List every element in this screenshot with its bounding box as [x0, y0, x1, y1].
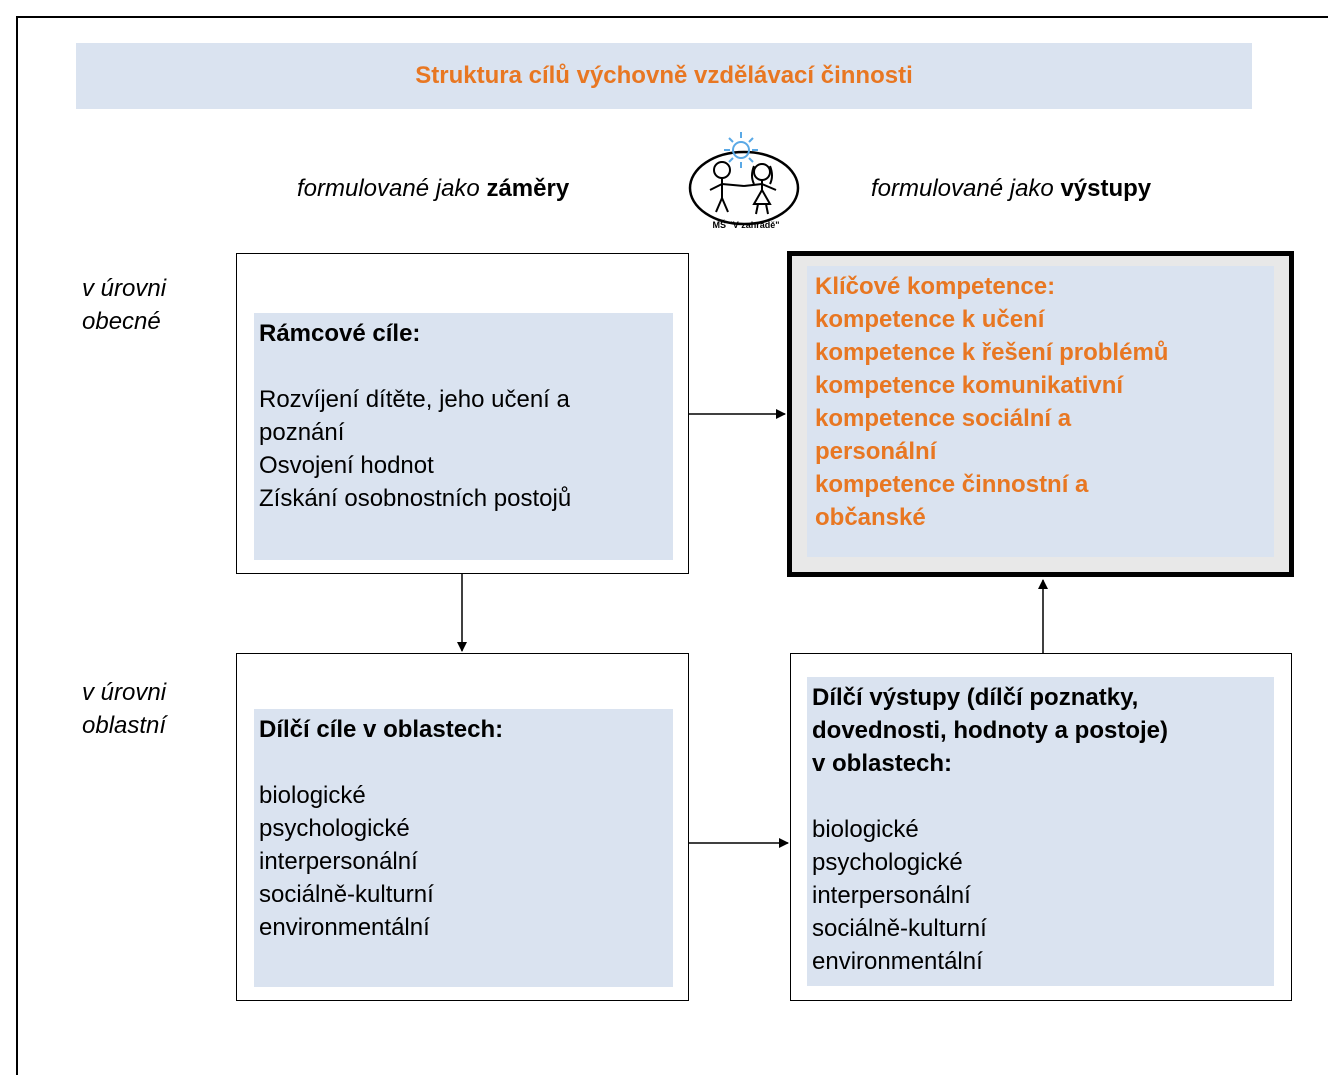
level-general-line1: v úrovni [82, 275, 167, 302]
list-item: kompetence k řešení problémů [815, 339, 1169, 366]
list-item: poznání [259, 419, 345, 446]
heading-outputs-emph: výstupy [1060, 175, 1152, 202]
list-item: personální [815, 438, 937, 465]
level-label-general: v úrovni obecné [82, 272, 166, 338]
list-item: kompetence komunikativní [815, 372, 1124, 399]
list-item: Rozvíjení dítěte, jeho učení a [259, 386, 570, 413]
list-item: sociálně-kulturní [812, 915, 987, 942]
partial-outputs-list: biologické psychologické interpersonální… [812, 813, 1168, 978]
list-item: Osvojení hodnot [259, 452, 434, 479]
box-partial-goals-panel: Dílčí cíle v oblastech: biologické psych… [254, 709, 673, 987]
box-framework-goals-panel: Rámcové cíle: Rozvíjení dítěte, jeho uče… [254, 313, 673, 560]
heading-outputs-prefix: formulované jako [871, 175, 1054, 202]
list-item: interpersonální [812, 882, 971, 909]
list-item: sociálně-kulturní [259, 881, 434, 908]
heading-aims-emph: záměry [486, 175, 570, 202]
list-item: Získání osobnostních postojů [259, 485, 572, 512]
page-frame [16, 16, 1328, 1075]
list-item: kompetence činnostní a [815, 471, 1089, 498]
level-area-line1: v úrovni [82, 679, 167, 706]
box-partial-outputs-panel: Dílčí výstupy (dílčí poznatky, dovednost… [807, 677, 1274, 986]
box-partial-goals: Dílčí cíle v oblastech: biologické psych… [236, 653, 689, 1001]
list-item: biologické [259, 782, 366, 809]
diagram-title: Struktura cílů výchovně vzdělávací činno… [415, 62, 913, 89]
partial-goals-list: biologické psychologické interpersonální… [259, 779, 503, 944]
list-item: kompetence sociální a [815, 405, 1072, 432]
title-bar: Struktura cílů výchovně vzdělávací činno… [76, 43, 1252, 109]
box-key-competences-panel: Klíčové kompetence: kompetence k učení k… [807, 266, 1274, 557]
school-logo: MŠ "V zahradě" [688, 132, 800, 230]
partial-outputs-heading-line2: dovednosti, hodnoty a postoje) [812, 717, 1168, 744]
level-area-line2: oblastní [82, 712, 167, 739]
list-item: kompetence k učení [815, 306, 1045, 333]
key-competences-heading: Klíčové kompetence: [815, 273, 1056, 300]
partial-outputs-heading-line1: Dílčí výstupy (dílčí poznatky, [812, 684, 1139, 711]
list-item: environmentální [259, 914, 430, 941]
box-framework-goals: Rámcové cíle: Rozvíjení dítěte, jeho uče… [236, 253, 689, 574]
framework-goals-content: Rámcové cíle: Rozvíjení dítěte, jeho uče… [259, 317, 571, 515]
list-item: občanské [815, 504, 926, 531]
list-item: interpersonální [259, 848, 418, 875]
partial-outputs-heading-line3: v oblastech: [812, 750, 953, 777]
framework-goals-heading: Rámcové cíle: [259, 320, 421, 347]
box-partial-outputs: Dílčí výstupy (dílčí poznatky, dovednost… [790, 653, 1292, 1001]
level-label-area: v úrovni oblastní [82, 676, 166, 742]
heading-outputs: formulované jako výstupy [871, 175, 1151, 203]
heading-aims-prefix: formulované jako [297, 175, 480, 202]
partial-goals-heading: Dílčí cíle v oblastech: [259, 716, 504, 743]
logo-caption: MŠ "V zahradě" [712, 219, 779, 230]
framework-goals-list: Rozvíjení dítěte, jeho učení a poznání O… [259, 383, 571, 515]
key-competences-content: Klíčové kompetence: kompetence k učení k… [815, 270, 1168, 534]
list-item: psychologické [259, 815, 410, 842]
list-item: psychologické [812, 849, 963, 876]
box-key-competences: Klíčové kompetence: kompetence k učení k… [787, 251, 1294, 577]
heading-aims: formulované jako záměry [297, 175, 569, 203]
list-item: biologické [812, 816, 919, 843]
partial-goals-content: Dílčí cíle v oblastech: biologické psych… [259, 713, 503, 944]
partial-outputs-content: Dílčí výstupy (dílčí poznatky, dovednost… [812, 681, 1168, 978]
level-general-line2: obecné [82, 308, 161, 335]
list-item: environmentální [812, 948, 983, 975]
